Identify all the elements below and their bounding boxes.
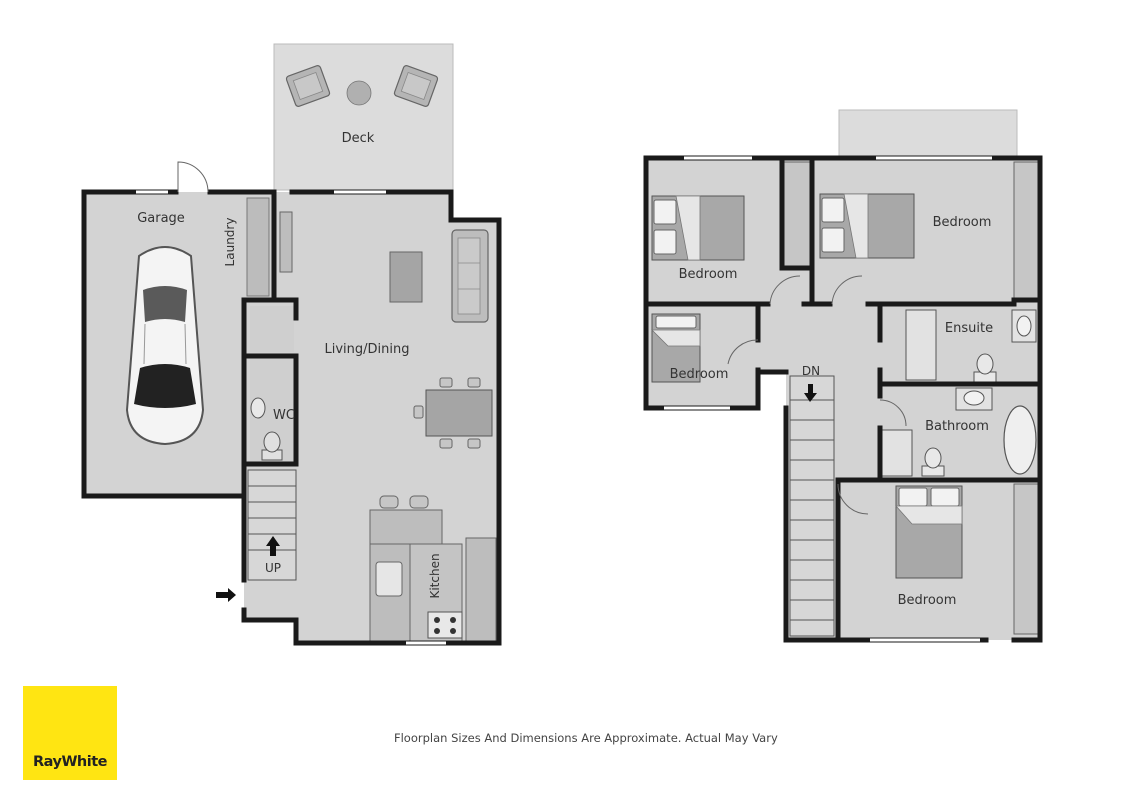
ground-floor-walls <box>81 189 502 646</box>
label-garage: Garage <box>137 211 185 226</box>
toilet-icon <box>921 447 945 477</box>
disclaimer-text: Floorplan Sizes And Dimensions Are Appro… <box>394 731 778 745</box>
bathtub-icon <box>1003 405 1037 475</box>
sofa-icon <box>451 229 489 323</box>
stair-down-arrow-icon <box>804 384 817 402</box>
label-bedroom-4: Bedroom <box>898 593 957 608</box>
bar-stools <box>379 495 429 509</box>
first-floor-windows <box>664 156 992 642</box>
kitchen-sink <box>375 561 403 597</box>
wc-basin <box>250 397 266 419</box>
stair-up <box>247 469 297 581</box>
dining-table <box>425 389 493 437</box>
bedroom-1-wardrobe <box>781 161 811 269</box>
label-ensuite: Ensuite <box>945 321 993 336</box>
bed-icon <box>651 313 701 383</box>
laundry-bench <box>246 197 270 297</box>
bathroom-basin <box>963 390 985 406</box>
balcony-area <box>838 109 1018 159</box>
bed-icon <box>895 485 963 579</box>
car-icon <box>125 246 205 446</box>
deck-armchair-left <box>285 65 331 107</box>
bedroom-4-wardrobe <box>1013 483 1039 635</box>
stair-up-arrow-icon <box>266 536 280 556</box>
first-floor-walls <box>643 155 1043 643</box>
ensuite-shower <box>905 309 937 381</box>
label-stairs-up: UP <box>265 561 281 575</box>
label-bedroom-1: Bedroom <box>679 267 738 282</box>
first-floor <box>643 109 1043 643</box>
coffee-table <box>389 251 423 303</box>
label-bedroom-2: Bedroom <box>933 215 992 230</box>
hall-closet <box>250 306 294 352</box>
garage-door-swing <box>177 161 209 193</box>
kitchen-island <box>369 509 443 545</box>
deck-armchair-right <box>393 65 439 107</box>
ground-floor-windows <box>136 190 446 645</box>
tv-unit <box>279 211 293 273</box>
label-wc: WC <box>273 408 295 423</box>
deck-area <box>273 43 454 191</box>
label-bathroom: Bathroom <box>925 419 989 434</box>
ground-floor <box>81 43 502 646</box>
cooktop-icon <box>427 611 463 639</box>
entry-arrow-icon <box>216 588 236 602</box>
dining-chairs <box>413 377 481 449</box>
kitchen-pantry <box>465 537 497 643</box>
label-bedroom-3: Bedroom <box>670 367 729 382</box>
bathroom-shower <box>881 429 913 477</box>
bed-icon <box>651 195 745 261</box>
bed-icon <box>819 193 915 259</box>
label-deck: Deck <box>342 131 375 146</box>
raywhite-logo-text: RayWhite <box>32 754 108 770</box>
label-stairs-down: DN <box>802 364 820 378</box>
ensuite-basin <box>1016 315 1032 337</box>
raywhite-logo: RayWhite <box>23 686 117 780</box>
door-swings <box>727 275 907 515</box>
label-living-dining: Living/Dining <box>325 342 410 357</box>
label-kitchen: Kitchen <box>428 553 442 598</box>
label-laundry: Laundry <box>223 218 237 267</box>
bedroom-2-wardrobe <box>1013 161 1039 301</box>
toilet-icon <box>261 431 283 461</box>
deck-table <box>346 80 372 106</box>
stair-down <box>789 375 835 637</box>
